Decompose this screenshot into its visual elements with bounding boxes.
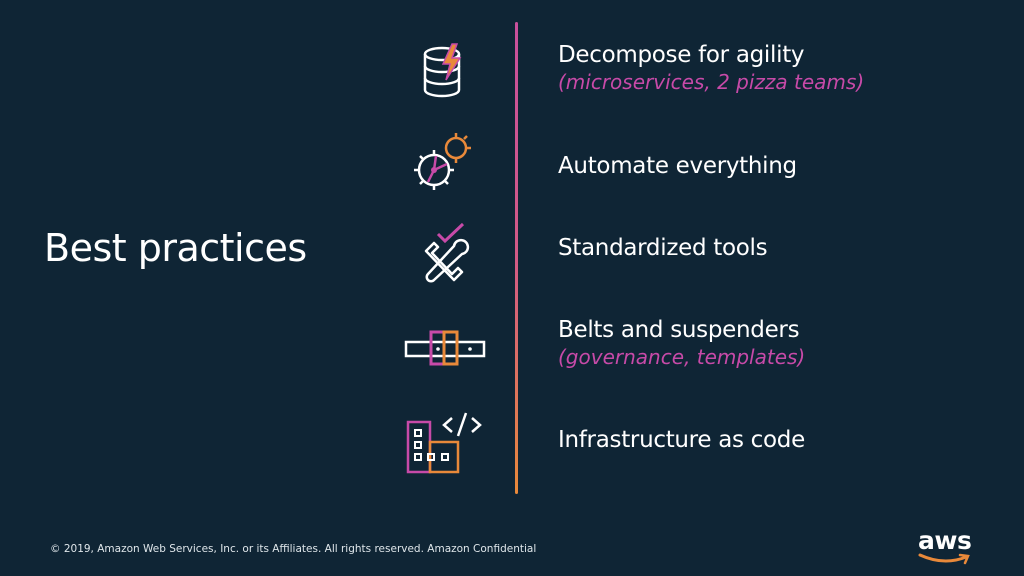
building-code-icon [406, 412, 482, 474]
copyright-footer: © 2019, Amazon Web Services, Inc. or its… [50, 543, 537, 555]
smile-arrow-icon [918, 553, 970, 565]
aws-logo: aws [918, 526, 972, 565]
practice-item-decompose: Decompose for agility (microservices, 2 … [558, 41, 864, 95]
practice-title: Standardized tools [558, 235, 768, 261]
belt-icon [404, 330, 486, 366]
practice-item-infrastructure-code: Infrastructure as code [558, 426, 805, 454]
practice-title: Belts and suspenders [558, 317, 800, 343]
slide-title: Best practices [44, 226, 307, 270]
practice-item-standardized-tools: Standardized tools [558, 234, 768, 262]
tools-check-icon [424, 222, 470, 283]
practice-subtitle: (governance, templates) [558, 345, 806, 369]
database-lightning-icon [423, 43, 462, 98]
practice-title: Automate everything [558, 153, 797, 179]
practice-subtitle: (microservices, 2 pizza teams) [558, 70, 865, 94]
practice-title: Infrastructure as code [558, 427, 805, 453]
practice-item-automate: Automate everything [558, 152, 797, 180]
practice-title: Decompose for agility [558, 42, 805, 68]
practice-item-belts-suspenders: Belts and suspenders (governance, templa… [558, 316, 805, 370]
vertical-divider [515, 22, 518, 494]
aws-logo-text: aws [918, 526, 972, 555]
gears-icon [414, 133, 471, 190]
